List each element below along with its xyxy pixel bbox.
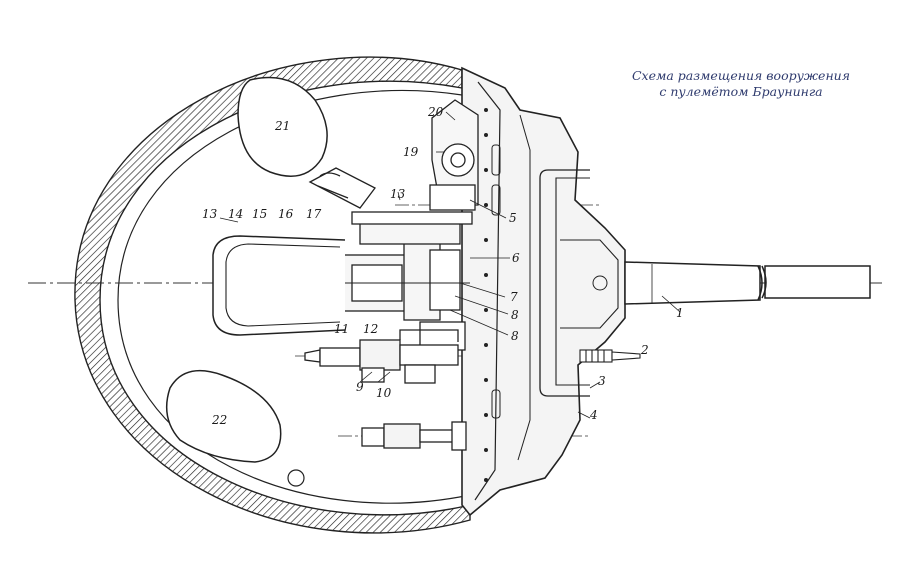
callout-22: 22	[211, 413, 227, 427]
callout-7: 7	[510, 290, 518, 304]
turret-armor-ring	[74, 56, 471, 534]
callout-6: 6	[512, 251, 520, 265]
vent-circle	[287, 469, 305, 487]
callout-17: 17	[306, 207, 322, 221]
coax-mg-barrel	[579, 349, 641, 363]
gun-breech	[319, 211, 473, 351]
callout-2: 2	[640, 343, 649, 357]
callout-1: 1	[676, 306, 684, 320]
mantlet-edge	[517, 114, 531, 461]
gun-mount	[560, 239, 619, 329]
gun-barrel	[624, 261, 871, 305]
elevation-mechanism	[429, 99, 479, 211]
diagram-caption: Схема размещения вооружения с пулемётом …	[606, 68, 876, 100]
mantlet-rivets	[484, 108, 488, 482]
callout-19: 19	[403, 145, 419, 159]
lower-mechanism	[361, 421, 467, 451]
breech-guard-inner	[225, 243, 341, 327]
caption-line-1: Схема размещения вооружения	[631, 68, 851, 83]
telescope-sight	[308, 167, 376, 209]
mantlet-tube	[539, 169, 590, 397]
leader-lines	[219, 111, 681, 419]
callout-4: 4	[589, 408, 598, 422]
callout-21: 21	[274, 119, 290, 133]
mantlet-plate	[461, 66, 626, 517]
callout-20: 20	[427, 105, 444, 119]
mantlet-inner	[474, 81, 501, 501]
callout-5: 5	[509, 211, 517, 225]
callout-13b: 13	[390, 187, 406, 201]
breech-guard	[212, 235, 346, 336]
callout-14: 14	[228, 207, 243, 221]
callout-8a: 8	[511, 308, 519, 322]
hatch-22	[165, 369, 282, 463]
callout-labels: 1 2 3 4 5 6 7 8 8 9 10 11 12 13 13 14 15…	[202, 105, 684, 427]
mantlet-slots	[491, 144, 501, 419]
coax-machine-gun	[304, 329, 459, 384]
caption-line-2: с пулемётом Браунинга	[659, 84, 823, 99]
callout-13a: 13	[202, 207, 218, 221]
hatch-21	[237, 76, 328, 177]
callout-16: 16	[278, 207, 294, 221]
mantlet-tube-inner	[555, 177, 590, 386]
callout-3: 3	[598, 374, 606, 388]
callout-15: 15	[252, 207, 267, 221]
callout-11: 11	[334, 322, 349, 336]
callout-10: 10	[376, 386, 392, 400]
callout-12: 12	[363, 322, 378, 336]
callout-8b: 8	[511, 329, 519, 343]
callout-9: 9	[356, 380, 364, 394]
